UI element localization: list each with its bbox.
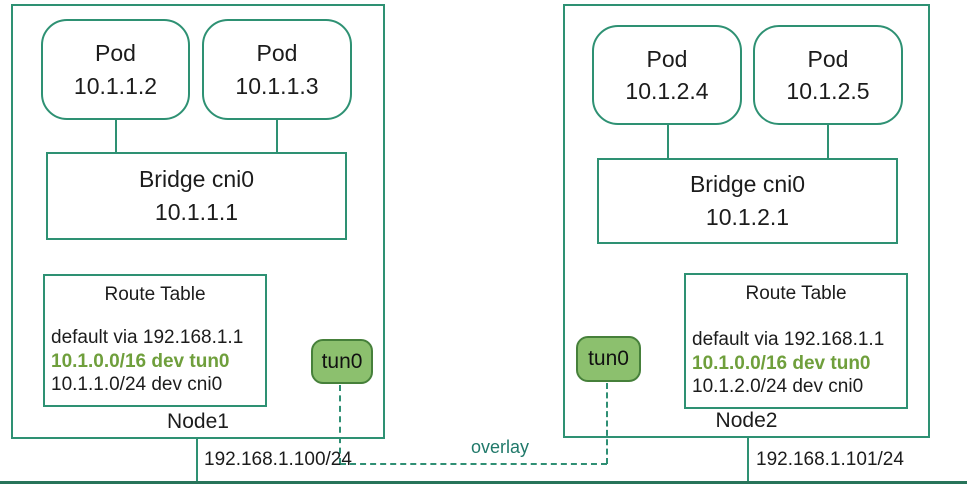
bridge-box: Bridge cni0 10.1.2.1 [597,158,898,244]
node1-uplink-line [196,439,198,483]
route-table-title: Route Table [104,284,206,305]
node1-host-ip: 192.168.1.100/24 [204,449,352,470]
bridge-ip: 10.1.1.1 [154,199,239,225]
pod-title: Pod [256,40,298,67]
node-label: Node2 [715,409,778,432]
route-entry: default via 192.168.1.1 [51,327,244,349]
overlay-dashed-line-right [606,383,608,464]
tun0-label: tun0 [321,349,363,373]
node-label: Node1 [167,410,229,433]
spacer [51,306,259,326]
node2-box: Pod 10.1.2.4 Pod 10.1.2.5 Bridge cni0 10… [563,4,930,438]
pod-box: Pod 10.1.2.4 [592,25,742,125]
route-entry: default via 192.168.1.1 [692,329,885,351]
tun0-interface: tun0 [311,339,373,384]
pod-ip: 10.1.1.3 [235,72,319,99]
route-entry-highlighted: 10.1.0.0/16 dev tun0 [692,352,871,374]
bridge-title: Bridge cni0 [689,170,806,197]
overlay-dashed-line-middle [340,463,607,465]
pod-connector-line [827,123,829,160]
pod-box: Pod 10.1.1.2 [41,19,190,120]
pod-connector-line [276,118,278,154]
pod-ip: 10.1.1.2 [73,72,158,99]
overlay-label: overlay [470,437,530,457]
bridge-ip: 10.1.2.1 [705,204,790,230]
bridge-title: Bridge cni0 [138,165,255,192]
pod-connector-line [115,118,117,154]
pod-box: Pod 10.1.2.5 [753,25,903,125]
node2-uplink-line [747,438,749,483]
overlay-dashed-line-left [339,385,341,464]
pod-title: Pod [95,40,136,67]
route-table: Route Table default via 192.168.1.1 10.1… [43,274,267,407]
route-entry: 10.1.2.0/24 dev cni0 [692,375,864,397]
route-entry: 10.1.1.0/24 dev cni0 [51,373,223,395]
tun0-label: tun0 [588,347,629,370]
physical-network-line [0,481,967,484]
pod-title: Pod [646,45,688,72]
pod-ip: 10.1.2.5 [786,78,870,104]
route-table: Route Table default via 192.168.1.1 10.1… [684,273,908,409]
route-entry-highlighted: 10.1.0.0/16 dev tun0 [51,350,230,372]
spacer [692,305,900,328]
node1-box: Pod 10.1.1.2 Pod 10.1.1.3 Bridge cni0 10… [11,4,385,439]
pod-connector-line [667,123,669,160]
pod-title: Pod [807,45,849,72]
node2-host-ip: 192.168.1.101/24 [756,449,904,470]
tun0-interface: tun0 [576,336,641,382]
pod-ip: 10.1.2.4 [625,78,709,104]
bridge-box: Bridge cni0 10.1.1.1 [46,152,347,240]
pod-box: Pod 10.1.1.3 [202,19,352,120]
route-table-title: Route Table [745,283,847,304]
